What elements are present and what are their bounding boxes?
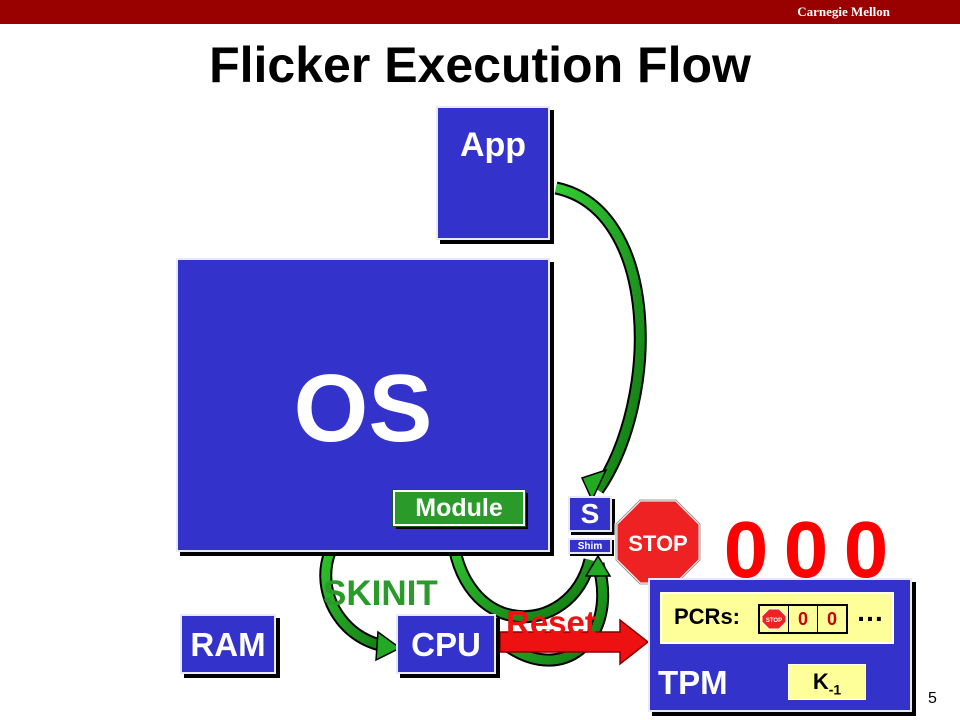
skinit-label: SKINIT [323,574,438,613]
reset-label: Reset [506,604,596,641]
reset-arrow [499,618,650,666]
header-bar: Carnegie Mellon [0,0,960,24]
pcr-cells: STOP 0 0 [758,604,848,634]
module-box: Module [392,489,526,527]
slide-title: Flicker Execution Flow [209,37,751,93]
shim-s-box: S [568,496,612,532]
shim-box: Shim [568,538,612,554]
app-box: App [436,106,550,240]
brand-logo: Carnegie Mellon [797,4,890,19]
svg-text:STOP: STOP [766,618,782,624]
cpu-box: CPU [396,614,496,674]
page-number: 5 [928,690,937,707]
tpm-label: TPM [658,664,728,701]
key-subscript: -1 [828,681,842,698]
ram-box: RAM [180,614,276,674]
pcr-cell-stop: STOP [760,606,789,632]
pcr-ellipsis: … [856,596,884,627]
pcr-cell-3: 0 [826,609,837,629]
os-box: OS [176,258,550,552]
app-to-shim-arrow [554,181,647,494]
mini-stop-icon: STOP [761,608,787,630]
key-label: K [812,669,829,694]
pcr-cell-2: 0 [789,606,818,632]
pcrs-label: PCRs: [674,604,741,629]
key-box: K-1 [788,664,866,700]
